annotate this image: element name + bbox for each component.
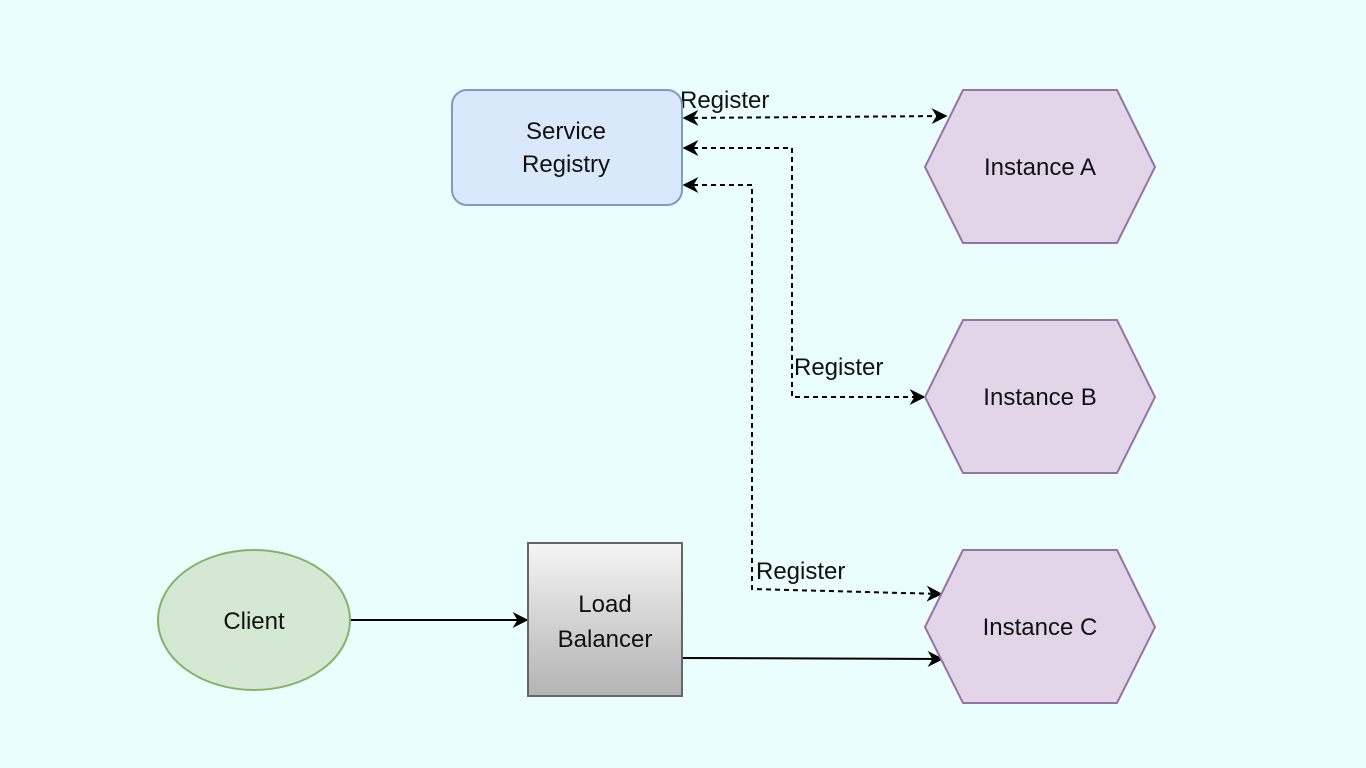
edge-label-register-c: Register	[756, 558, 845, 585]
load-balancer-node[interactable]: Load Balancer	[527, 542, 683, 697]
client-label: Client	[223, 608, 285, 635]
service-registry-label-line2: Registry	[522, 151, 610, 178]
edge-load-balancer-instance-c	[682, 650, 944, 667]
instance-b-label: Instance B	[983, 384, 1096, 411]
load-balancer-label-line2: Balancer	[558, 626, 653, 653]
load-balancer-label-line1: Load	[578, 591, 631, 618]
edge-registry-instance-a	[682, 108, 948, 126]
service-registry-node[interactable]: Service Registry	[451, 89, 683, 206]
edge-registry-instance-c	[682, 177, 943, 602]
edge-label-register-a: Register	[680, 87, 769, 114]
instance-c-node[interactable]: Instance C	[923, 549, 1157, 704]
service-registry-label-line1: Service	[526, 118, 606, 145]
instance-a-label: Instance A	[984, 154, 1096, 181]
instance-c-label: Instance C	[983, 614, 1098, 641]
edge-label-register-b: Register	[794, 354, 883, 381]
instance-b-node[interactable]: Instance B	[923, 319, 1157, 474]
client-node[interactable]: Client	[157, 549, 351, 691]
instance-a-node[interactable]: Instance A	[923, 89, 1157, 244]
